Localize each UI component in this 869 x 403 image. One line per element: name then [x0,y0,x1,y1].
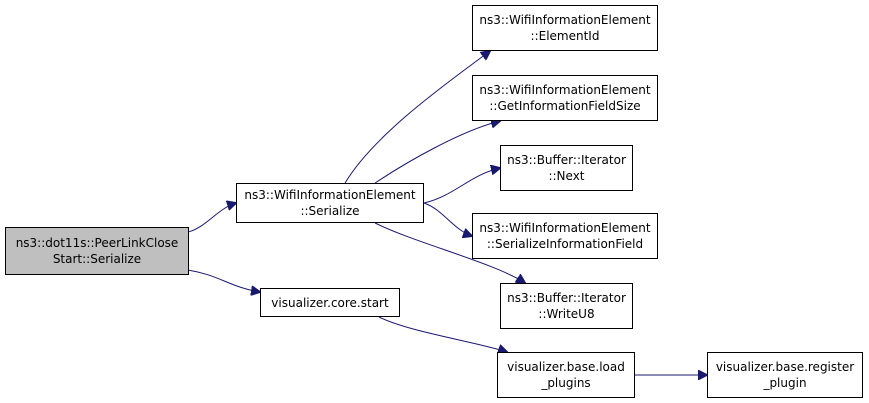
node-label-line: ::GetInformationFieldSize [489,99,641,113]
node-label-line: ns3::WifiInformationElement [479,221,651,235]
node-wifi-ie-elementid[interactable]: ns3::WifiInformationElement ::ElementId [472,5,658,51]
node-label-line: ::SerializeInformationField [486,237,644,251]
node-label-line: _plugin [763,376,807,390]
node-label-line: ns3::Buffer::Iterator [507,291,626,305]
node-peerlinkclose-serialize[interactable]: ns3::dot11s::PeerLinkClose Start::Serial… [5,227,189,275]
node-label-line: visualizer.base.register [715,360,855,374]
node-label-line: Start::Serialize [52,252,142,266]
node-visualizer-core-start[interactable]: visualizer.core.start [260,288,400,317]
node-wifi-ie-serialize[interactable]: ns3::WifiInformationElement ::Serialize [236,183,424,223]
node-label-line: ns3::dot11s::PeerLinkClose [15,236,179,250]
node-wifi-ie-serializeinformationfield[interactable]: ns3::WifiInformationElement ::SerializeI… [472,213,658,259]
node-label-line: ns3::WifiInformationElement [479,83,651,97]
node-label-line: ns3::WifiInformationElement [244,188,416,202]
edge-viz_start-to-load_plugins [378,316,507,352]
node-visualizer-base-register-plugin[interactable]: visualizer.base.register _plugin [707,352,863,398]
node-label-line: ::ElementId [530,29,600,43]
node-buffer-iterator-next[interactable]: ns3::Buffer::Iterator ::Next [500,145,633,191]
node-label-line: ::WriteU8 [538,307,595,321]
edge-wie_serialize-to-get_info_size [374,121,500,184]
node-label-line: _plugins [541,376,591,390]
node-label-line: ns3::Buffer::Iterator [507,153,626,167]
edge-wie_serialize-to-serialize_info [423,202,472,236]
edge-wie_serialize-to-buf_write [374,222,525,283]
node-visualizer-base-load-plugins[interactable]: visualizer.base.load _plugins [497,352,635,398]
node-buffer-iterator-writeu8[interactable]: ns3::Buffer::Iterator ::WriteU8 [500,283,633,329]
edge-root-to-wie_serialize [188,203,236,233]
node-label-line: ns3::WifiInformationElement [479,13,651,27]
edge-root-to-viz_start [188,269,260,292]
node-label-line: ::Next [548,169,585,183]
edge-wie_serialize-to-buf_next [423,168,500,204]
edge-wie_serialize-to-element_id [344,51,490,184]
node-label-line: ::Serialize [300,204,360,218]
node-label-line: visualizer.core.start [271,295,389,310]
node-label-line: visualizer.base.load [507,360,625,374]
node-wifi-ie-getinformationfieldsize[interactable]: ns3::WifiInformationElement ::GetInforma… [472,75,658,121]
